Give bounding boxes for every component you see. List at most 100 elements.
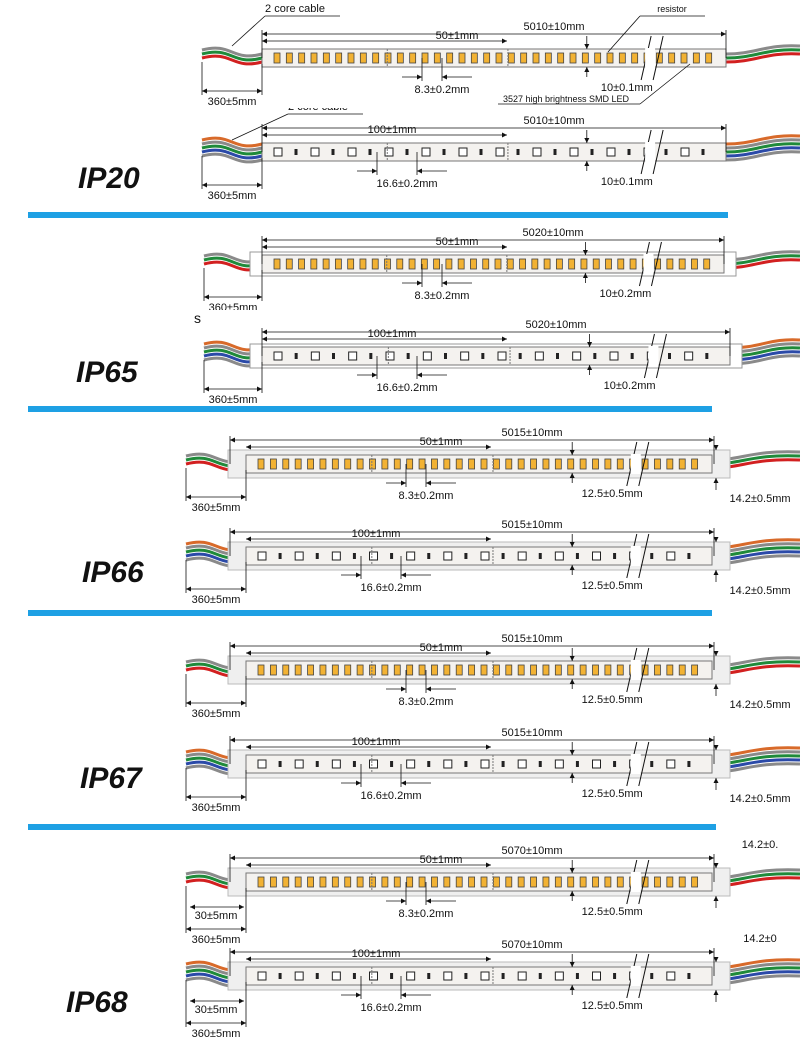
thickness-label: 10±0.2mm — [604, 380, 656, 392]
segment-length-arrow-head-right — [486, 862, 491, 868]
smd-led — [666, 664, 674, 676]
smd-led — [617, 258, 625, 270]
rgb-led — [592, 759, 601, 769]
smd-led — [519, 258, 526, 270]
smd-led — [381, 876, 389, 888]
total-length-label: 5015±10mm — [501, 519, 562, 531]
smd-led — [322, 52, 330, 64]
pitch-label: 16.6±0.2mm — [376, 382, 437, 394]
pitch-label: 8.3±0.2mm — [399, 908, 454, 920]
resistor-chip — [518, 353, 522, 359]
rgb-led — [554, 971, 564, 981]
rgb-led — [257, 971, 267, 981]
smd-led — [307, 876, 314, 888]
total-length-arrow-head-right — [721, 125, 726, 131]
ip68-heading: IP68 — [66, 986, 128, 1019]
pitch-arrow-head — [417, 372, 422, 378]
lead-length-arrow-head-right — [257, 386, 262, 392]
resistor-chip — [630, 353, 634, 359]
smd-led — [384, 52, 392, 64]
smd-led — [369, 458, 376, 470]
smd-led — [406, 876, 414, 888]
width-arrow-head — [713, 684, 719, 689]
lead-length-arrow-head-right — [257, 294, 262, 300]
total-length-label: 5015±10mm — [501, 427, 562, 439]
cable-right — [725, 44, 800, 56]
smd-led — [356, 876, 364, 888]
smd-led — [344, 876, 352, 888]
resistor-chip — [575, 553, 579, 559]
lead-length-label: 360±5mm — [209, 302, 258, 310]
resistor-chip — [294, 353, 298, 359]
smd-led — [579, 458, 587, 470]
width-label: 14.2±0.5mm — [729, 493, 790, 505]
rgb-led — [310, 147, 320, 157]
segment-length-arrow-head-right — [486, 444, 491, 450]
smd-led — [468, 664, 476, 676]
smd-led — [567, 664, 575, 676]
total-length-arrow-head-right — [719, 237, 724, 243]
rgb-led — [609, 351, 619, 361]
width-label: 14.2±0.5mm — [729, 585, 790, 597]
smd-led — [396, 258, 404, 270]
separator-bar — [28, 212, 728, 218]
resistor-chip — [406, 353, 410, 359]
smd-led — [654, 876, 661, 888]
smd-led — [507, 52, 515, 64]
rgb-led — [406, 759, 416, 769]
smd-led — [282, 458, 290, 470]
smd-led — [294, 876, 302, 888]
smd-led — [604, 458, 612, 470]
resistor-chip — [501, 973, 505, 979]
rgb-led — [443, 971, 453, 981]
end-cap-label: 30±5mm — [195, 910, 238, 922]
width-label: 14.2±0 — [743, 933, 777, 945]
smd-led — [555, 258, 563, 270]
rgb-led — [517, 759, 527, 769]
resistor-chip — [664, 149, 668, 155]
smd-led — [294, 664, 302, 676]
total-length-label: 5015±10mm — [501, 633, 562, 645]
resistor-chip — [627, 149, 631, 155]
total-length-arrow-head-left — [230, 949, 235, 955]
smd-led — [369, 876, 376, 888]
resistor-chip — [405, 149, 409, 155]
resistor-chip — [427, 973, 431, 979]
thickness-arrow-head — [569, 565, 575, 570]
resistor-chip — [668, 353, 671, 359]
resistor-chip — [464, 553, 468, 559]
lead-length-arrow-head-left — [202, 88, 207, 94]
cable-left — [201, 54, 263, 66]
pitch-arrow-head — [401, 686, 406, 692]
width-arrow-head — [713, 537, 719, 542]
end-cap-label: 30±5mm — [195, 1004, 238, 1016]
smd-led — [393, 664, 401, 676]
total-length-label: 5070±10mm — [501, 845, 562, 857]
thickness-arrow-head — [569, 473, 575, 478]
separator-bar — [28, 824, 716, 830]
smd-led — [257, 664, 265, 676]
break-mark — [650, 241, 662, 287]
resistor-chip — [390, 973, 394, 979]
total-length-arrow-head-left — [230, 643, 235, 649]
smd-led — [692, 52, 700, 64]
thickness-arrow-head — [584, 44, 590, 49]
smd-led — [418, 664, 426, 676]
smd-led — [492, 876, 500, 888]
smd-led — [482, 258, 490, 270]
thickness-label: 12.5±0.5mm — [582, 694, 643, 706]
break-mark — [638, 741, 650, 787]
smd-led — [359, 258, 367, 270]
resistor-chip — [593, 353, 597, 359]
smd-led — [433, 258, 441, 270]
resistor-chip — [444, 353, 447, 359]
separator-bar — [28, 406, 712, 412]
rgb-led — [569, 147, 579, 157]
rgb-led — [460, 351, 470, 361]
lead-length-arrow-head-left — [204, 386, 209, 392]
resistor-chip — [650, 553, 654, 559]
smd-led — [372, 52, 380, 64]
